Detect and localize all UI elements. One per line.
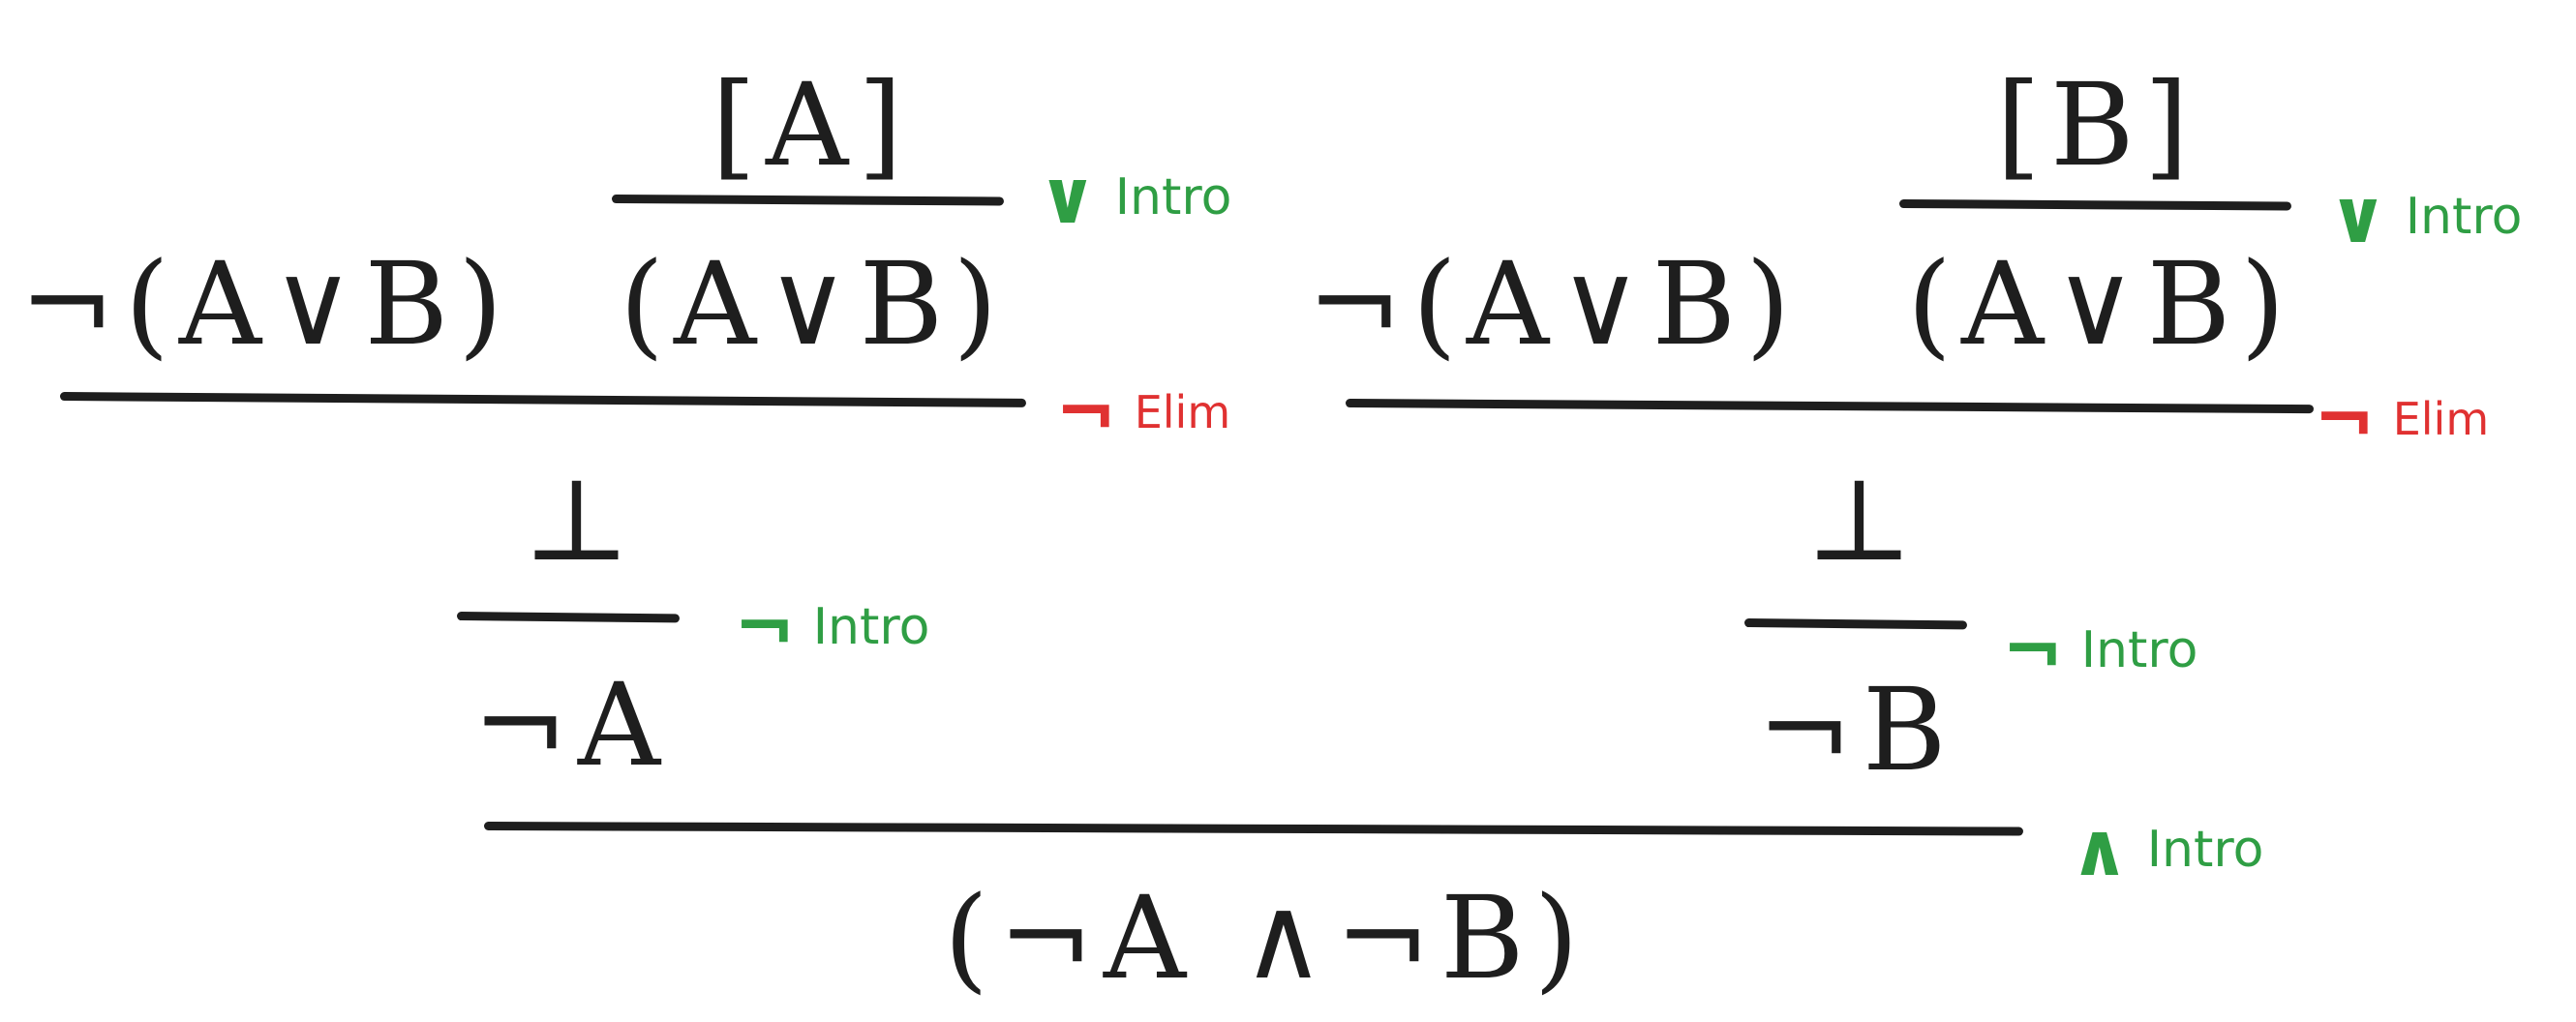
right-conclusion-not-b: ¬B [1757,663,1956,797]
right-neg-intro-rule-line [1743,618,1968,630]
right-assumption-b: [B] [1996,58,2198,192]
negation-symbol-icon: ¬ [1055,369,1117,455]
or-symbol-icon: ∨ [2328,173,2388,259]
left-neg-intro-label: ¬Intro [734,590,929,664]
right-or-intro-rule-line [1898,199,2292,211]
left-neg-elim-label: ¬Elim [1055,376,1230,449]
rule-name: Intro [812,598,930,656]
rule-name: Intro [2080,621,2198,679]
negation-symbol-icon: ¬ [734,584,796,670]
right-premise-negation: ¬(A∨B) [1307,237,1801,371]
right-neg-intro-label: ¬Intro [2002,614,2197,687]
left-premise-negation: ¬(A∨B) [19,237,513,371]
left-or-intro-rule-line [611,195,1005,206]
or-symbol-icon: ∨ [1038,154,1098,240]
right-contradiction: ⊥ [1805,453,1923,586]
right-premise-disjunction: (A∨B) [1907,237,2295,371]
rule-name: Intro [1114,168,1232,226]
right-neg-elim-label: ¬Elim [2314,382,2489,456]
rule-name: Intro [2146,821,2264,879]
left-or-intro-label: ∨Intro [1038,161,1231,234]
and-symbol-icon: ∧ [2070,806,2130,892]
final-and-intro-rule-line [483,822,2024,836]
right-neg-elim-rule-line [1345,399,2315,414]
final-conclusion: (¬A ∧¬B) [944,871,1589,1005]
left-neg-intro-rule-line [456,612,681,623]
negation-symbol-icon: ¬ [2002,607,2064,693]
right-or-intro-label: ∨Intro [2328,180,2522,254]
rule-name: Elim [2392,393,2490,445]
negation-symbol-icon: ¬ [2314,376,2376,462]
left-premise-disjunction: (A∨B) [620,237,1008,371]
left-assumption-a: [A] [712,58,913,192]
left-conclusion-not-a: ¬A [472,658,671,792]
left-neg-elim-rule-line [59,392,1027,407]
rule-name: Intro [2405,188,2523,246]
rule-name: Elim [1134,386,1231,438]
left-contradiction: ⊥ [523,453,640,586]
final-and-intro-label: ∧Intro [2070,813,2263,887]
